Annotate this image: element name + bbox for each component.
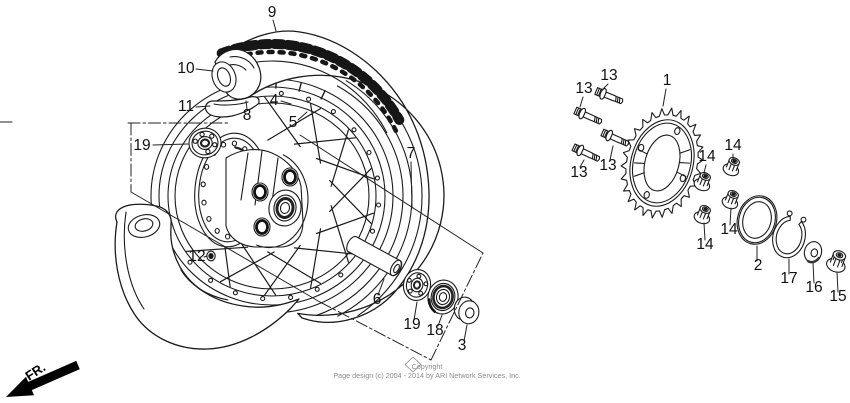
callout-10: 10 (177, 60, 195, 77)
footer-line2: Page design (c) 2004 - 2014 by ARI Netwo… (333, 371, 520, 380)
sprocket-drawing (620, 107, 704, 219)
callout-16: 16 (805, 279, 822, 296)
tire-section-drawing (114, 203, 300, 350)
retainer-ring-drawing (736, 195, 778, 245)
spokes-drawing (186, 96, 374, 296)
callout-13-a: 13 (600, 67, 617, 84)
callout-17: 17 (780, 270, 797, 287)
callout-19-bottom: 19 (403, 316, 420, 333)
callout-11: 11 (178, 98, 194, 115)
callout-4: 4 (270, 92, 279, 109)
front-direction-indicator: FR. (6, 360, 80, 397)
hub-studs (251, 167, 299, 237)
footer-diamond (404, 356, 422, 373)
copyright-footer: Copyright Page design (c) 2004 - 2014 by… (333, 362, 520, 380)
fastener-12-drawing (206, 250, 216, 262)
phantom-outline (0, 121, 484, 361)
callout-13-b: 13 (575, 80, 592, 97)
callout-15: 15 (829, 288, 846, 305)
callout-14-b: 14 (698, 148, 716, 165)
sprocket-bolt-13-d (570, 141, 603, 165)
callout-6: 6 (373, 291, 382, 308)
callout-1: 1 (663, 72, 672, 89)
callout-2: 2 (754, 257, 763, 274)
callout-13-c: 13 (599, 157, 616, 174)
callout-18: 18 (426, 322, 443, 339)
distance-collar-drawing (346, 235, 403, 277)
callout-14-a: 14 (724, 137, 742, 154)
washer-drawing (803, 241, 823, 264)
callout-8: 8 (243, 107, 252, 124)
sprocket-nut-14-c (719, 187, 743, 212)
callout-7: 7 (407, 145, 416, 162)
bearing-19b-drawing (402, 269, 432, 301)
fr-arrow-icon (6, 360, 80, 397)
footer-line1: Copyright (412, 362, 443, 371)
sprocket-bolt-13-b (572, 104, 605, 128)
sprocket-bolt-13-c (599, 126, 632, 150)
callout-leader-lines (152, 19, 839, 342)
callout-3: 3 (458, 337, 467, 354)
sprocket-bolt-13-a (593, 85, 626, 108)
callout-9: 9 (268, 4, 277, 21)
hub-bore (268, 189, 302, 227)
tube-drawing (211, 48, 262, 100)
tread-blocks (216, 39, 405, 125)
hub-drawing (194, 132, 309, 249)
callout-5: 5 (289, 114, 298, 131)
axle-nut-drawing (826, 250, 847, 273)
sprocket-hatching (633, 148, 691, 178)
tread-blocks-row2 (233, 49, 401, 138)
callout-19-left: 19 (133, 137, 150, 154)
hub-face-edge (256, 154, 309, 249)
bearing-18-drawing (427, 279, 459, 315)
snap-ring-drawing (772, 210, 807, 259)
callout-13-d: 13 (570, 164, 587, 181)
sprocket-nut-14-d (691, 202, 715, 227)
callout-12: 12 (188, 248, 205, 265)
phantom-outline-solid (130, 134, 484, 303)
side-collar-drawing (453, 296, 480, 325)
sprocket-nut-14-a (720, 154, 744, 179)
callout-14-c: 14 (720, 221, 738, 238)
callout-14-d: 14 (696, 236, 714, 253)
bearing-left-drawing (188, 127, 222, 159)
